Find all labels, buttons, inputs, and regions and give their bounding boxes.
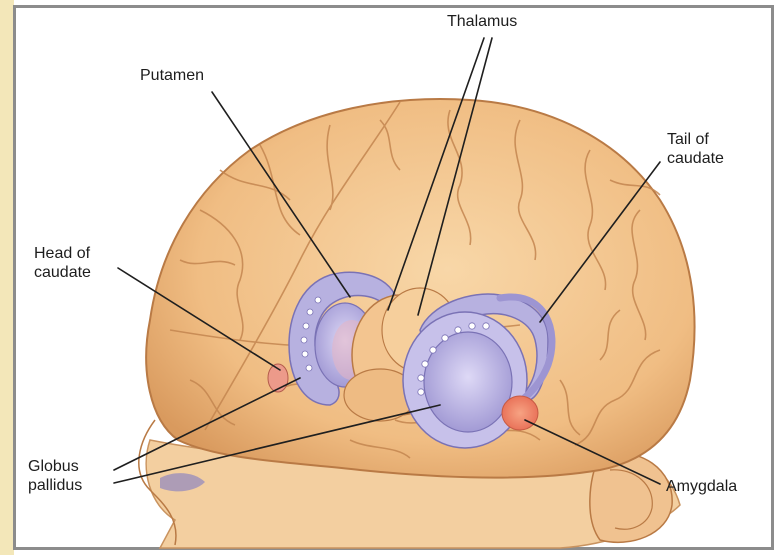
label-amygdala: Amygdala [666, 477, 737, 496]
label-globus-pallidus: Globus pallidus [28, 457, 82, 495]
amygdala-shape [502, 396, 538, 430]
label-thalamus: Thalamus [447, 12, 517, 31]
label-tail-of-caudate: Tail of caudate [667, 130, 724, 168]
label-head-of-caudate: Head of caudate [34, 244, 91, 282]
label-putamen: Putamen [140, 66, 204, 85]
left-strip [0, 0, 14, 555]
